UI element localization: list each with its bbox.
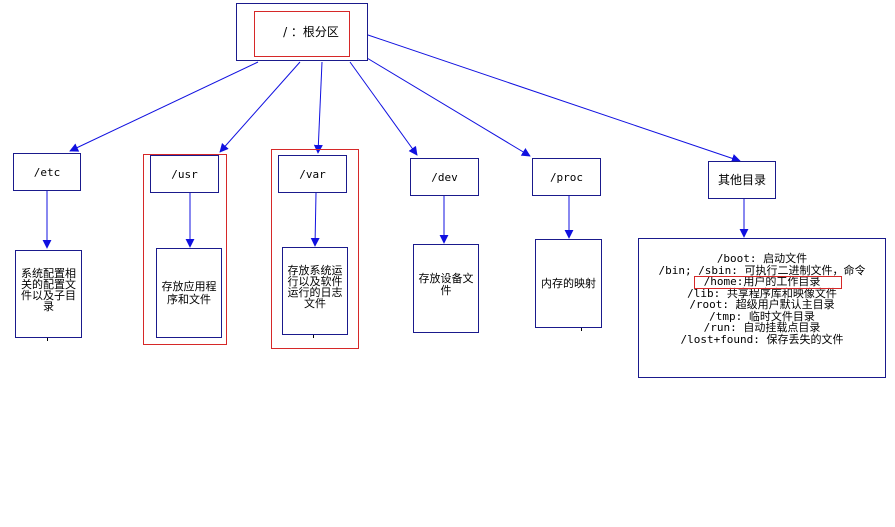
desc-box-proc: 内存的映射 bbox=[535, 239, 602, 328]
other-item-run: /run: 自动挂载点目录 bbox=[703, 321, 821, 334]
desc-box-dev: 存放设备文件 bbox=[413, 244, 479, 333]
dir-label-usr: /usr bbox=[171, 167, 198, 181]
dir-label-etc: /etc bbox=[33, 165, 61, 179]
dir-node-dev: /dev bbox=[410, 158, 479, 196]
desc-box-var: 存放系统运行以及软件运行的日志文件 bbox=[282, 247, 348, 335]
desc-box-other: /boot: 启动文件 /bin; /sbin: 可执行二进制文件，命令 /ho… bbox=[638, 238, 886, 378]
dir-label-dev: /dev bbox=[431, 170, 458, 184]
other-item-bin: /bin; /sbin: 可执行二进制文件，命令 bbox=[658, 263, 866, 277]
root-node: / ：根分区 bbox=[236, 3, 368, 61]
arrow-root-usr bbox=[219, 61, 301, 153]
var-highlight bbox=[271, 149, 359, 349]
desc-text-proc: 内存的映射 bbox=[541, 277, 596, 290]
dir-node-etc: /etc bbox=[13, 153, 81, 191]
root-highlight bbox=[254, 11, 350, 57]
other-item-lib: /lib: 共享程序库和映像文件 bbox=[687, 286, 837, 300]
arrow-root-dev bbox=[349, 61, 418, 156]
dir-label-proc: /proc bbox=[549, 170, 584, 184]
dir-node-proc: /proc bbox=[532, 158, 601, 196]
desc-text-etc: 系统配置相关的配置文件以及子目录 bbox=[21, 267, 76, 313]
desc-text-var: 存放系统运行以及软件运行的日志文件 bbox=[287, 264, 343, 310]
dir-label-var: /var bbox=[299, 167, 326, 181]
other-item-home: /home:用户的工作目录 bbox=[703, 275, 821, 288]
usr-highlight bbox=[143, 154, 227, 345]
root-label: / ：根分区 bbox=[283, 24, 339, 39]
other-item-root: /root: 超级用户默认主目录 bbox=[689, 298, 835, 311]
home-highlight bbox=[694, 276, 842, 289]
arrow-root-other bbox=[367, 34, 741, 163]
other-item-boot: /boot: 启动文件 bbox=[716, 252, 808, 265]
desc-text-usr: 存放应用程序和文件 bbox=[161, 280, 217, 306]
dir-node-var: /var bbox=[278, 155, 347, 193]
dir-node-other: 其他目录 bbox=[708, 161, 776, 199]
dir-label-other: 其他目录 bbox=[717, 172, 766, 187]
arrow-var-desc bbox=[310, 192, 320, 247]
other-item-tmp: /tmp: 临时文件目录 bbox=[709, 309, 815, 323]
arrow-root-proc bbox=[361, 54, 531, 157]
other-item-lost: /lost+found: 保存丢失的文件 bbox=[680, 332, 844, 346]
tick-etc bbox=[47, 338, 48, 341]
arrow-root-etc bbox=[69, 61, 259, 152]
dir-node-usr: /usr bbox=[150, 155, 219, 193]
desc-box-usr: 存放应用程序和文件 bbox=[156, 248, 222, 338]
tick-proc bbox=[581, 328, 582, 331]
desc-box-etc: 系统配置相关的配置文件以及子目录 bbox=[15, 250, 82, 338]
desc-text-dev: 存放设备文件 bbox=[418, 272, 474, 297]
tick-var bbox=[313, 335, 314, 338]
arrow-root-var bbox=[313, 61, 323, 154]
